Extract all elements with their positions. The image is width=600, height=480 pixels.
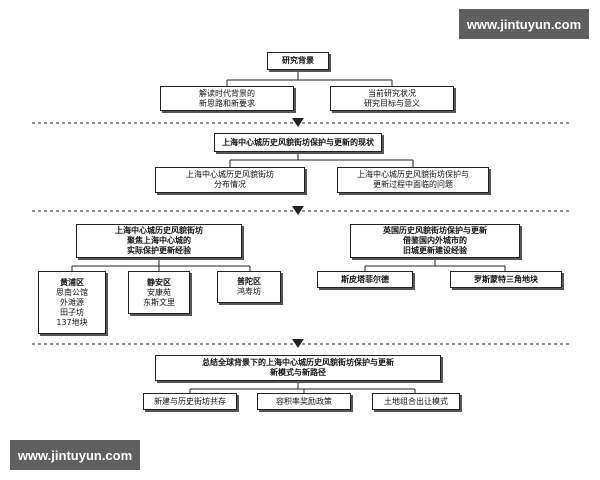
era-background-box: 解读时代背景的 新思路和新要求 [160,86,294,111]
research-status-line-1: 当前研究状况 [368,88,416,98]
far-bonus-box: 容积率奖励政策 [257,393,351,410]
problems-line-1: 上海中心城历史风貌街坊保护与 [357,170,469,179]
shanghai-experience-line-3: 实际保护更新经验 [127,246,191,255]
jingan-site-2: 东斯文里 [143,297,175,307]
far-bonus-label: 容积率奖励政策 [276,396,332,406]
summary-box: 总结全球背景下的上海中心城历史风貌街坊保护与更新 新模式与新路径 [155,355,441,381]
shanghai-experience-box: 上海中心城历史风貌街坊 聚焦上海中心城的 实际保护更新经验 [76,224,242,258]
status-quo-box: 上海中心城历史风貌街坊保护与更新的现状 [214,133,382,152]
research-background-box: 研究背景 [267,52,329,70]
distribution-line-1: 上海中心城历史风貌街坊 [186,170,274,179]
shanghai-experience-line-2: 聚焦上海中心城的 [127,236,191,245]
uk-experience-line-2: 借鉴国内外城市的 [403,236,467,245]
putuo-title: 普陀区 [237,277,261,286]
rosemont-triangle-label: 罗斯蒙特三角地块 [474,274,538,284]
land-transfer-box: 土地组合出让模式 [372,393,460,410]
huangpu-district-box: 黄浦区 思南公馆 外滩源 田子坊 137地块 [38,271,106,334]
coexistence-label: 新建与历史街坊共存 [154,396,226,406]
research-status-box: 当前研究状况 研究目标与意义 [330,86,454,111]
spitalfields-label: 斯皮塔菲尔德 [341,274,389,284]
putuo-site-1: 鸿寿坊 [237,287,261,296]
era-background-line-2: 新思路和新要求 [199,98,255,108]
jingan-district-box: 静安区 安康苑 东斯文里 [128,271,190,314]
shanghai-experience-line-1: 上海中心城历史风貌街坊 [115,226,203,235]
watermark-bottom: www.jintuyun.com [10,440,140,470]
problems-box: 上海中心城历史风貌街坊保护与 更新过程中面临的问题 [337,167,489,193]
summary-line-1: 总结全球背景下的上海中心城历史风貌街坊保护与更新 [202,358,394,367]
rosemont-triangle-box: 罗斯蒙特三角地块 [450,271,562,288]
watermark-top-text: www.jintuyun.com [466,16,582,32]
land-transfer-label: 土地组合出让模式 [384,396,448,406]
watermark-bottom-text: www.jintuyun.com [17,447,133,463]
watermark-top: www.jintuyun.com [459,9,589,39]
coexistence-box: 新建与历史街坊共存 [143,393,237,410]
status-quo-label: 上海中心城历史风貌街坊保护与更新的现状 [222,137,374,147]
huangpu-site-4: 137地块 [56,317,88,327]
uk-experience-line-3: 旧城更新建设经验 [403,246,467,255]
distribution-line-2: 分布情况 [214,180,246,189]
jingan-site-1: 安康苑 [147,287,171,297]
putuo-district-box: 普陀区 鸿寿坊 [217,271,281,303]
huangpu-site-1: 思南公馆 [56,287,88,297]
huangpu-site-2: 外滩源 [60,297,84,307]
distribution-box: 上海中心城历史风貌街坊 分布情况 [155,167,305,193]
huangpu-site-3: 田子坊 [60,307,84,317]
summary-line-2: 新模式与新路径 [270,368,326,377]
uk-experience-line-1: 英国历史风貌街坊保护与更新 [383,226,487,235]
uk-experience-box: 英国历史风貌街坊保护与更新 借鉴国内外城市的 旧城更新建设经验 [350,224,520,258]
huangpu-title: 黄浦区 [60,277,84,287]
jingan-title: 静安区 [147,277,171,287]
research-status-line-2: 研究目标与意义 [364,98,420,108]
era-background-line-1: 解读时代背景的 [199,88,255,98]
problems-line-2: 更新过程中面临的问题 [373,180,453,189]
research-background-label: 研究背景 [282,56,314,65]
spitalfields-box: 斯皮塔菲尔德 [317,271,413,288]
